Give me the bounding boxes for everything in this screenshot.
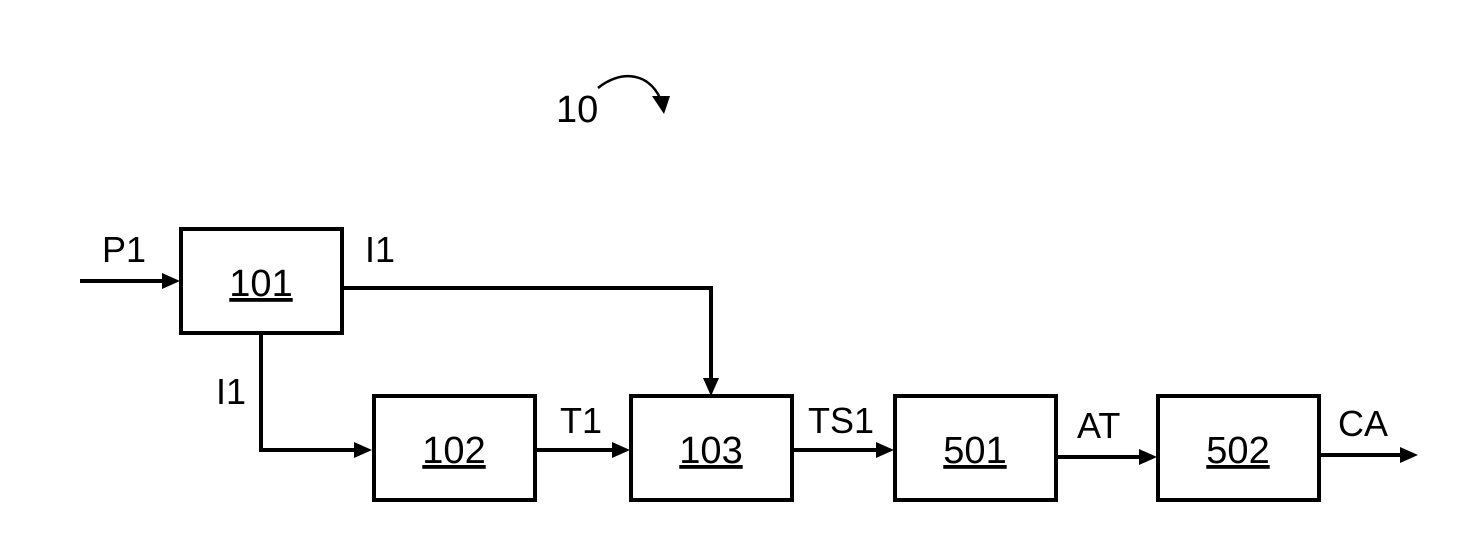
arrowhead-103-to-501 <box>876 442 894 458</box>
block-502-label: 502 <box>1206 430 1269 472</box>
wire-101-to-102 <box>261 333 356 450</box>
signal-label-t1: T1 <box>560 400 602 441</box>
figure-reference-numeral: 10 <box>556 89 598 131</box>
reference-curve-arrow <box>598 76 660 98</box>
arrowhead-101-to-103 <box>703 378 719 396</box>
wire-101-to-103 <box>342 288 711 380</box>
reference-arrowhead <box>652 96 670 114</box>
signal-label-at: AT <box>1077 405 1120 446</box>
block-101-label: 101 <box>229 263 292 305</box>
signal-label-p1: P1 <box>102 229 146 270</box>
signal-label-i1-down: I1 <box>216 371 246 412</box>
block-501-label: 501 <box>943 430 1006 472</box>
arrowhead-102-to-103 <box>612 442 630 458</box>
signal-label-ts1: TS1 <box>808 400 874 441</box>
signal-label-i1-right: I1 <box>365 229 395 270</box>
arrowhead-output-ca <box>1400 447 1418 463</box>
arrowhead-101-to-102 <box>354 442 372 458</box>
block-103-label: 103 <box>679 430 742 472</box>
arrowhead-501-to-502 <box>1139 449 1157 465</box>
block-101: 101 <box>181 229 342 333</box>
block-102-label: 102 <box>422 430 485 472</box>
signal-label-ca: CA <box>1338 403 1388 444</box>
block-103: 103 <box>631 396 792 500</box>
block-102: 102 <box>374 396 535 500</box>
block-501: 501 <box>895 396 1056 500</box>
block-502: 502 <box>1158 396 1319 500</box>
arrowhead-input-p1 <box>162 273 180 289</box>
